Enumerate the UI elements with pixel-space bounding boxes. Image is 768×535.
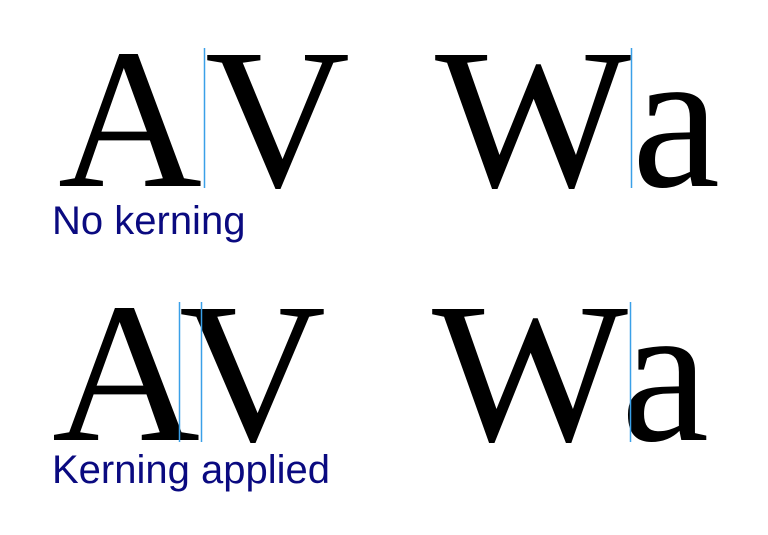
glyph-a-kerned: a (621, 263, 709, 484)
glyph-W-unkerned: W (435, 9, 631, 230)
glyph-V-kerned: V (179, 263, 326, 484)
row-kerning-applied: A V W a Kerning applied (52, 263, 709, 492)
caption-kerning-applied: Kerning applied (52, 448, 330, 492)
glyph-V-unkerned: V (205, 9, 350, 230)
caption-no-kerning: No kerning (52, 199, 245, 243)
glyph-W-kerned: W (432, 263, 628, 484)
glyph-A-unkerned: A (58, 9, 202, 230)
row-no-kerning: A V W a No kerning (52, 9, 720, 243)
glyph-A-kerned: A (52, 263, 200, 484)
glyph-a-unkerned: a (632, 9, 720, 230)
